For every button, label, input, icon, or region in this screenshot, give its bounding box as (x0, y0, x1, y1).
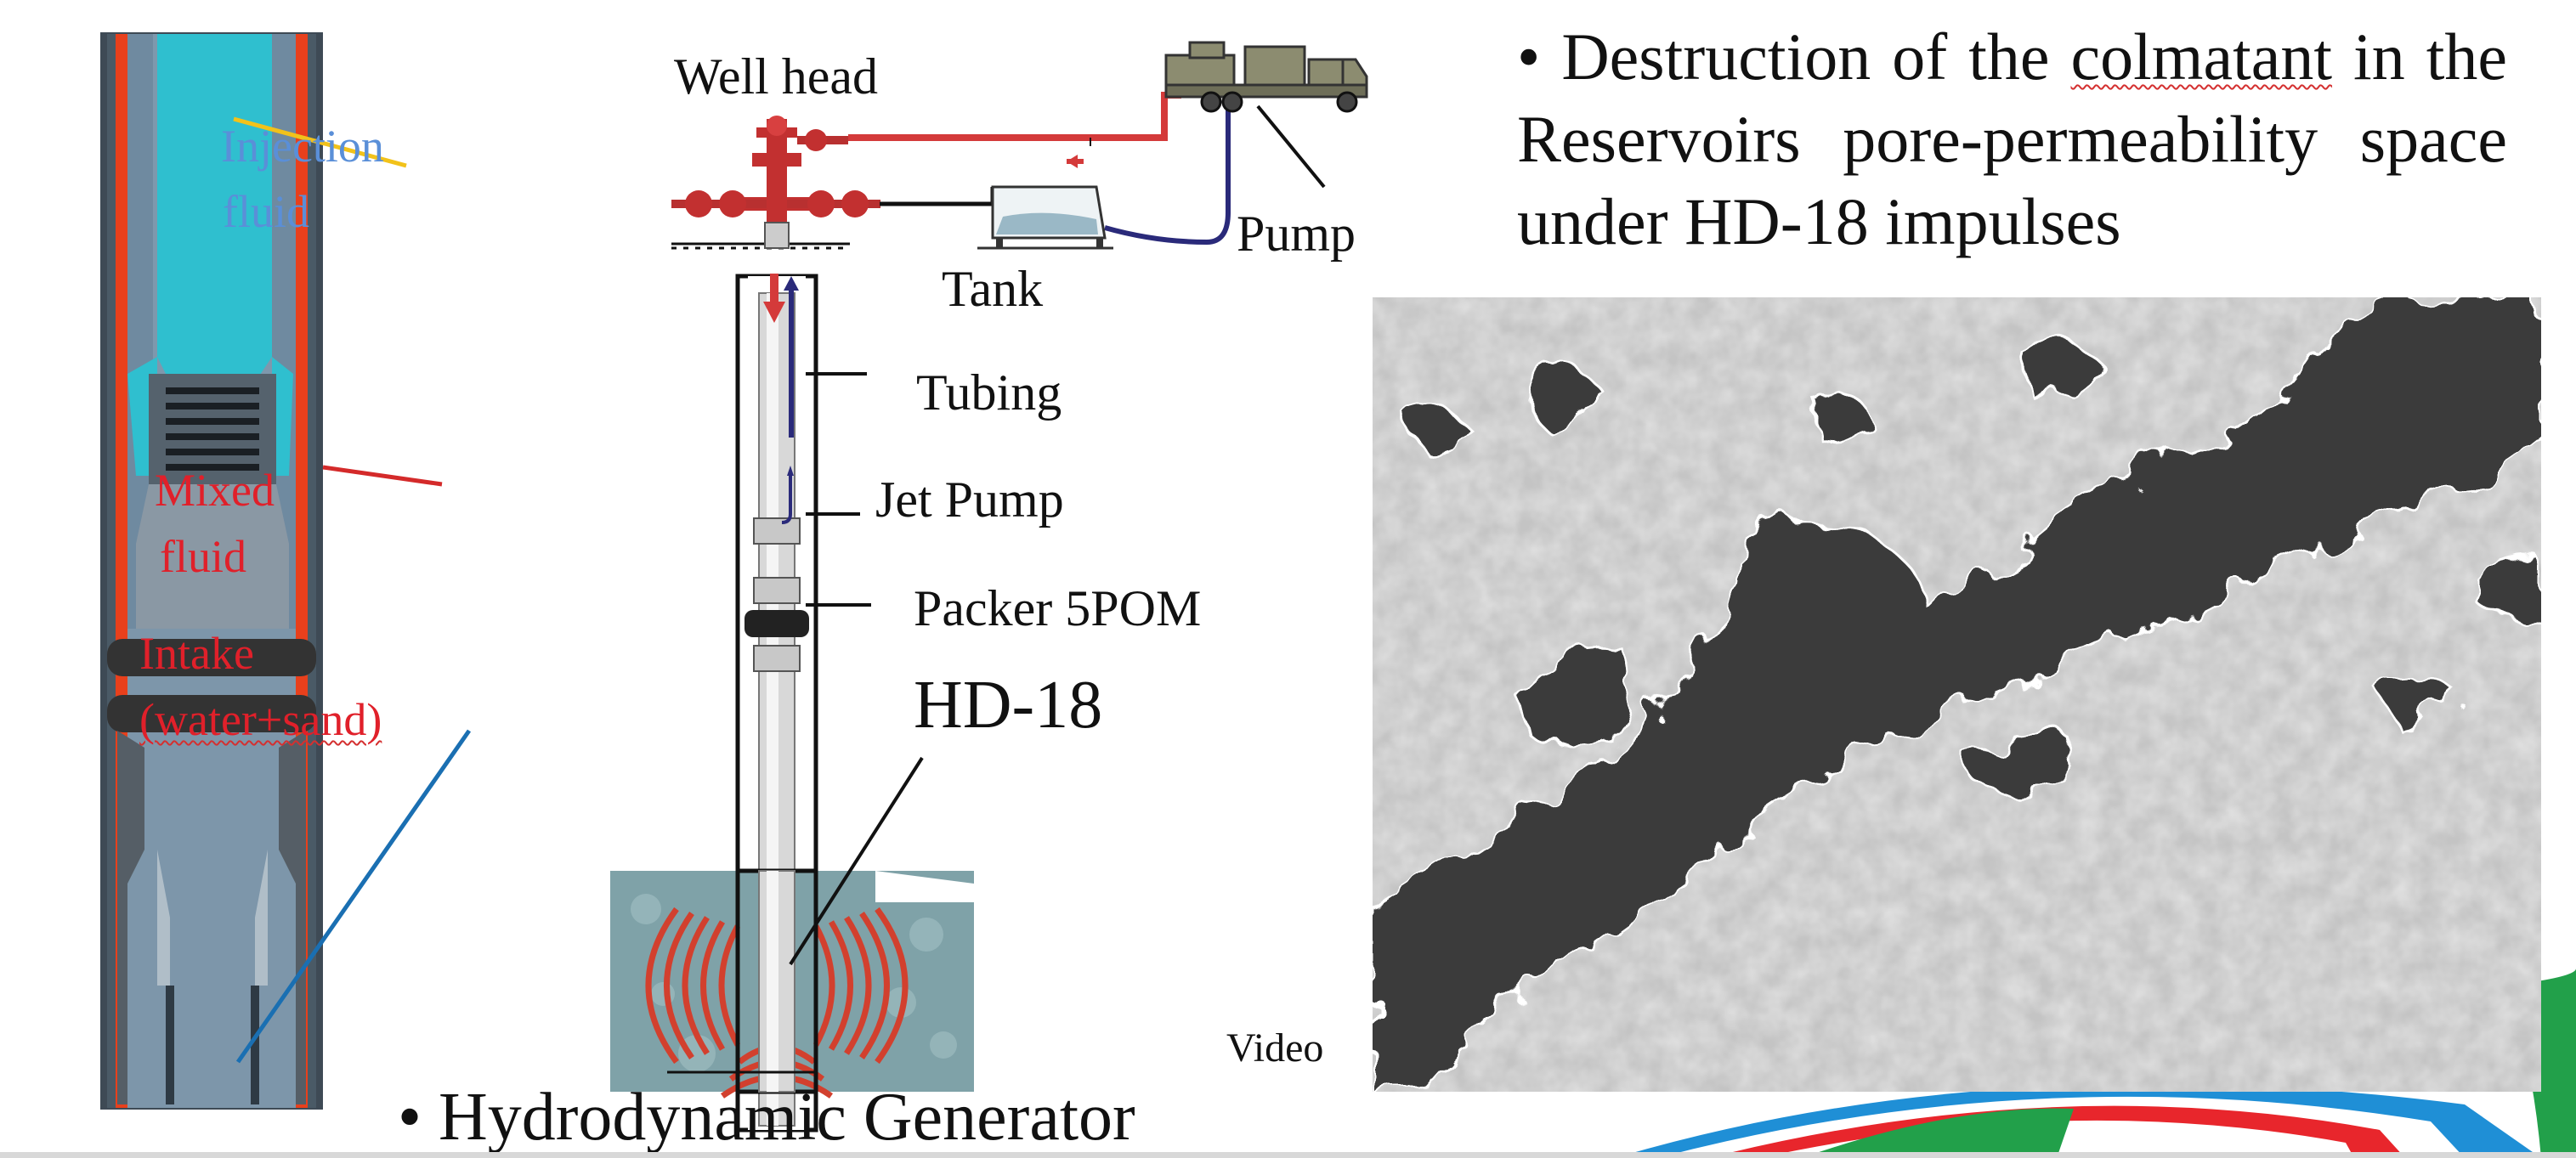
bullet-marker: • (1517, 20, 1541, 93)
bullet-underlined-word: colmatant (2070, 20, 2333, 93)
well-head-label: Well head (674, 48, 879, 105)
injection-fluid-label: Injection (221, 121, 384, 172)
injection-fluid-label-2: fluid (223, 186, 309, 237)
wellhead-valve-icon (671, 116, 880, 249)
colmatant-bullet: • Destruction of the colmatant in the Re… (1517, 15, 2507, 263)
jet-pump-label: Jet Pump (875, 472, 1064, 528)
tank-label: Tank (942, 261, 1044, 317)
bullet-suffix: in the Reservoirs pore-permeability spac… (1517, 20, 2507, 258)
intake-water-sand-label: (water+sand) (139, 694, 382, 745)
packer-label: Packer 5POM (914, 580, 1202, 636)
slide-bottom-border (0, 1152, 2576, 1158)
hd18-label: HD-18 (914, 668, 1103, 743)
pump-label: Pump (1237, 206, 1356, 262)
tank-icon (977, 185, 1113, 250)
downhole-tool-section (100, 32, 472, 1110)
down-arrow-icon (763, 274, 785, 323)
well-schematic (610, 41, 1368, 1133)
mixed-fluid-label: Mixed (155, 465, 275, 516)
intake-label: Intake (139, 628, 254, 679)
mixed-fluid-label-2: fluid (160, 531, 246, 582)
bullet-prefix: Destruction of the (1561, 20, 2050, 93)
pump-truck-icon (1164, 41, 1368, 113)
tubing-label: Tubing (916, 364, 1062, 421)
hydrodynamic-generator-bullet: • Hydrodynamic Generator (398, 1080, 1135, 1155)
up-arrow-icon (784, 276, 799, 438)
video-label[interactable]: Video (1226, 1025, 1324, 1070)
pore-microscopy-image[interactable] (1373, 297, 2541, 1092)
